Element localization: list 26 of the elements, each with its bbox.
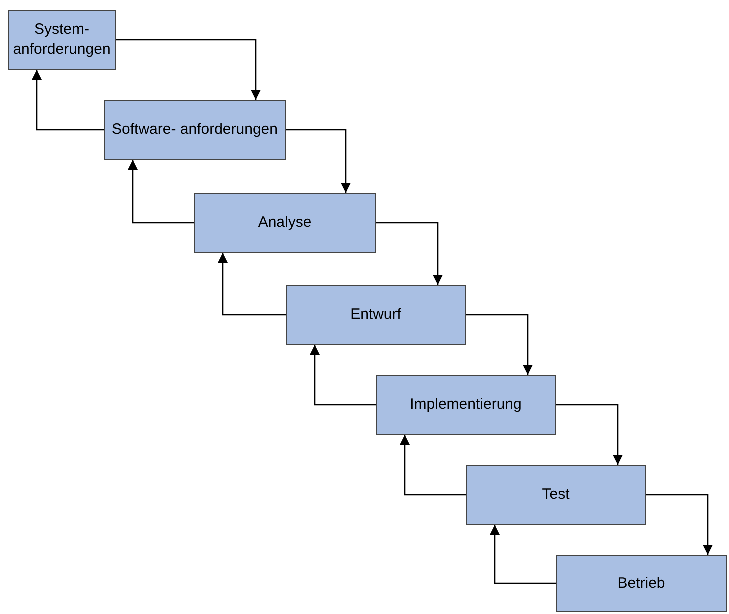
arrow <box>556 404 623 465</box>
arrow <box>490 525 556 584</box>
process-box <box>466 465 646 525</box>
box-label: Software- anforderungen <box>112 120 278 140</box>
box-label: Betrieb <box>618 574 666 594</box>
arrow <box>466 314 533 375</box>
process-box <box>376 375 556 435</box>
arrow <box>218 253 286 316</box>
arrow <box>310 345 376 406</box>
process-box <box>104 100 286 160</box>
arrow <box>376 222 443 285</box>
process-box <box>8 10 116 70</box>
arrow <box>646 494 713 555</box>
arrow <box>286 129 351 193</box>
arrow <box>128 160 194 224</box>
box-label: Entwurf <box>350 305 402 325</box>
arrow <box>116 39 261 100</box>
box-label: System- anforderungen <box>12 20 112 60</box>
process-box <box>286 285 466 345</box>
box-label: Test <box>542 485 570 505</box>
process-box <box>556 555 727 612</box>
arrow <box>400 435 466 496</box>
arrow <box>32 70 104 131</box>
process-box <box>194 193 376 253</box>
box-label: Implementierung <box>410 395 522 415</box>
box-label: Analyse <box>258 213 312 233</box>
